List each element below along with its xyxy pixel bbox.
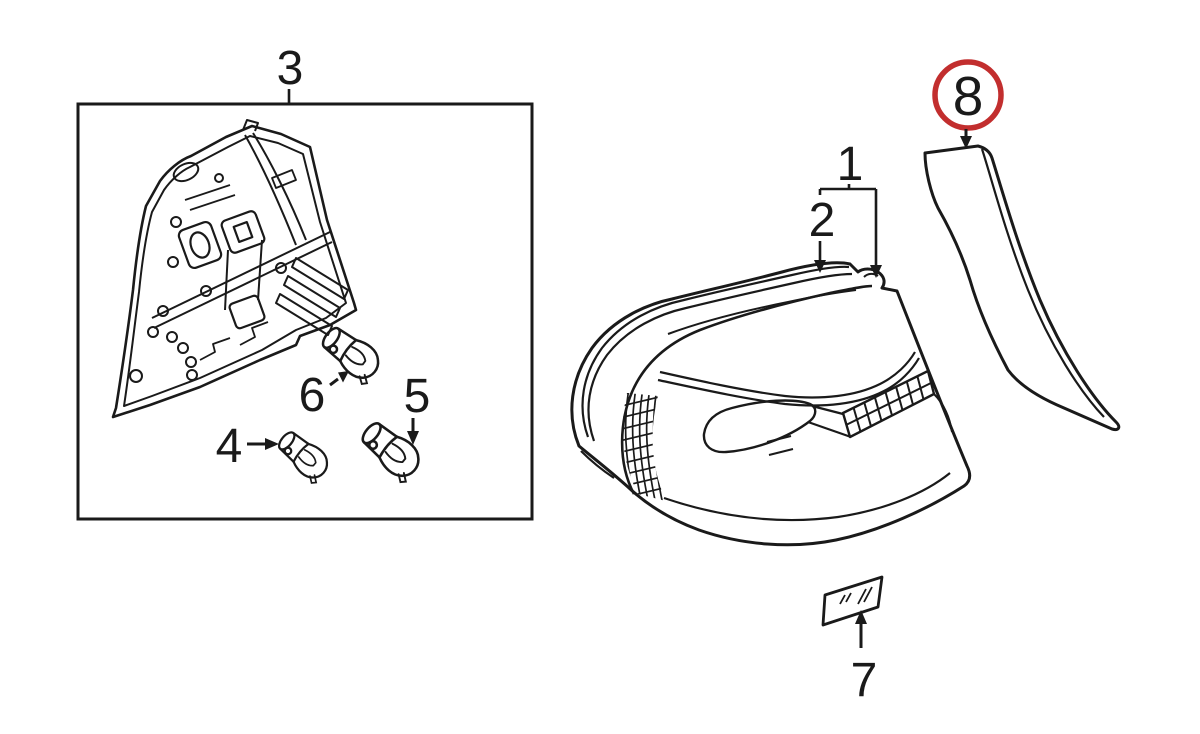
highlight-circle xyxy=(932,59,1004,131)
callout-5-arrow-icon xyxy=(407,431,419,445)
callout-8-arrow-icon xyxy=(960,136,972,149)
bulb-6-drawing xyxy=(314,320,387,388)
reflector-grid xyxy=(841,369,936,439)
bulb-4-drawing xyxy=(271,425,335,487)
callout-7-arrow-icon xyxy=(855,610,867,624)
callout-4-arrow-icon xyxy=(265,438,279,450)
callout-3[interactable]: 3 xyxy=(277,42,304,103)
callout-2[interactable]: 2 xyxy=(809,194,836,273)
callout-5-label[interactable]: 5 xyxy=(404,370,431,423)
part7-gasket-drawing xyxy=(821,575,884,627)
callout-6-arrow-icon xyxy=(338,371,349,383)
callout-4[interactable]: 4 xyxy=(216,420,279,473)
callout-2-arrow-icon xyxy=(814,260,826,273)
bulb-5-drawing xyxy=(353,415,428,486)
callout-2-label[interactable]: 2 xyxy=(809,194,836,247)
callout-1-label[interactable]: 1 xyxy=(837,138,864,191)
callout-1-arrow-icon xyxy=(870,265,882,278)
callout-6[interactable]: 6 xyxy=(299,369,349,422)
callout-8-label[interactable]: 8 xyxy=(953,65,984,127)
tail-lamp-assembly-drawing xyxy=(570,261,972,547)
callout-5[interactable]: 5 xyxy=(404,370,431,445)
callout-8-highlighted[interactable]: 8 xyxy=(932,59,1004,149)
endcap-crosshatch xyxy=(622,393,666,501)
callout-1[interactable]: 1 xyxy=(818,138,882,278)
callout-6-leader xyxy=(329,377,339,387)
callout-4-label[interactable]: 4 xyxy=(216,420,243,473)
callout-1-bracket xyxy=(818,184,878,266)
callout-7[interactable]: 7 xyxy=(851,610,878,707)
callout-3-label[interactable]: 3 xyxy=(277,42,304,95)
part3-bulb-carrier-drawing xyxy=(111,119,358,419)
callout-6-label[interactable]: 6 xyxy=(299,369,326,422)
callout-7-label[interactable]: 7 xyxy=(851,654,878,707)
inset-box xyxy=(76,102,534,521)
part8-trim-drawing xyxy=(923,144,1121,431)
